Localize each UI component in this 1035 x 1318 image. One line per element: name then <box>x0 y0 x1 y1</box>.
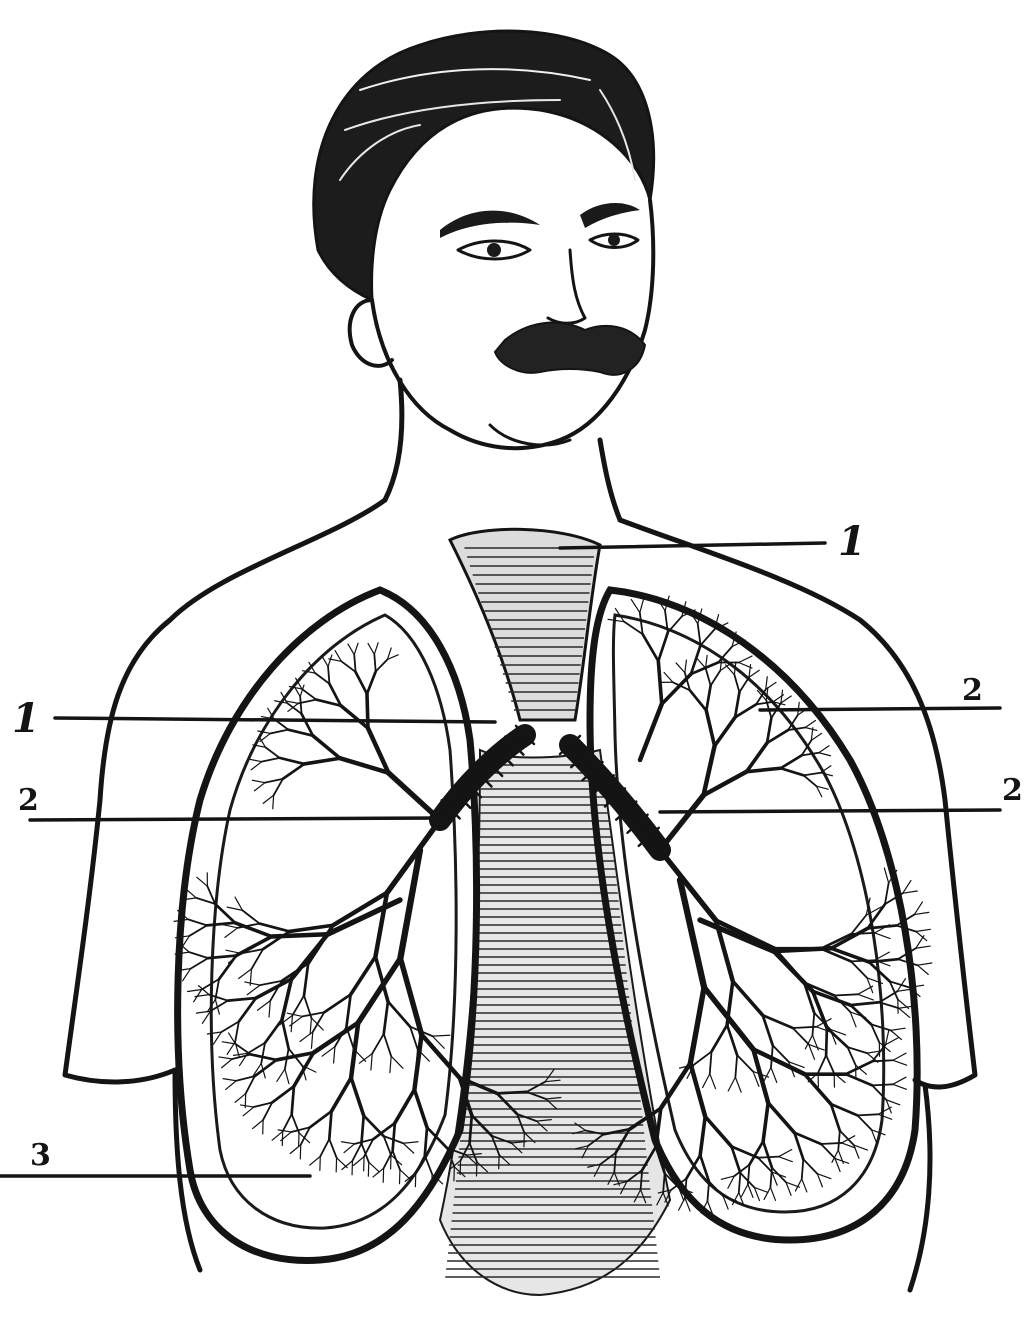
bronchiole-branch <box>766 677 768 690</box>
bronchiole-branch <box>914 902 922 915</box>
bronchiole-branch <box>781 696 791 703</box>
bronchiole-branch <box>183 969 191 981</box>
bronchiole-branch <box>188 989 202 991</box>
label-trachea-left: 1 <box>12 695 40 742</box>
bronchiole-branch <box>739 656 752 662</box>
bronchiole-branch <box>917 963 931 965</box>
bronchiole-branch <box>891 1030 902 1039</box>
bronchiole-branch <box>884 868 888 883</box>
bronchiole-branch <box>857 1114 878 1115</box>
bronchiole-branch <box>668 616 682 632</box>
bronchiole-branch <box>631 599 640 612</box>
bronchiole-branch <box>805 727 817 730</box>
bronchiole-branch <box>819 746 829 753</box>
bronchiole-branch <box>875 933 890 939</box>
label-trachea-right: 1 <box>838 518 866 565</box>
right-pupil <box>608 234 620 246</box>
bronchiole-branch <box>497 1092 527 1093</box>
bronchiole-branch <box>893 1053 906 1060</box>
bronchiole-branch <box>774 948 832 951</box>
bronchiole-branch <box>656 1108 661 1146</box>
bronchiole-branch <box>640 598 644 613</box>
bronchiole-branch <box>805 720 815 727</box>
bronchiole-branch <box>189 952 208 958</box>
bronchiole-branch <box>191 958 208 968</box>
bronchiole-branch <box>811 733 821 740</box>
bronchiole-branch <box>917 965 928 974</box>
bronchiole-branch <box>707 1182 709 1201</box>
bronchiole-branch <box>872 1084 893 1085</box>
label-bronchus-right-upper: 2 <box>962 673 983 708</box>
bronchiole-branch <box>186 889 197 898</box>
bronchiole-branch <box>202 1011 210 1023</box>
left-eyebrow <box>440 211 540 238</box>
bronchiole-branch <box>793 1027 816 1028</box>
left-pupil <box>487 243 501 257</box>
bronchiole-branch <box>758 1157 779 1158</box>
left-lung-inner <box>211 615 456 1228</box>
head <box>314 31 654 448</box>
leader-bronchus-right-upper <box>760 708 1000 710</box>
bronchiole-branch <box>897 989 911 991</box>
neck-right <box>600 440 620 520</box>
bronchiole-branch <box>916 936 924 949</box>
bronchiole-branch <box>893 1077 906 1084</box>
bronchiole-branch <box>893 1084 907 1089</box>
bronchiole-branch <box>903 881 911 894</box>
bronchiole-branch <box>197 877 208 886</box>
bronchiole-branch <box>834 994 857 995</box>
right-eyebrow <box>580 203 640 228</box>
bronchiole-branch <box>189 925 206 935</box>
bronchiole-branch <box>886 1030 889 1045</box>
leader-bronchus-right-lower <box>660 810 1000 812</box>
bronchiole-branch <box>914 912 928 914</box>
bronchiole-branch <box>893 1060 907 1065</box>
bronchiole-branch <box>885 883 889 904</box>
neck-left <box>385 380 402 500</box>
bronchiole-branch <box>819 753 831 756</box>
bronchiole-branch <box>749 670 759 677</box>
leader-bronchus-left <box>30 818 445 820</box>
bronchiole-branch <box>425 1155 432 1174</box>
right-arm <box>915 800 975 1087</box>
bronchiole-branch <box>899 1008 910 1017</box>
bronchiole-branch <box>272 934 328 936</box>
bronchiole-branch <box>367 694 368 728</box>
bronchiole-branch <box>781 690 783 703</box>
bronchiole-branch <box>916 946 930 948</box>
bronchiole-branch <box>891 1028 905 1030</box>
moustache <box>495 323 645 375</box>
label-bronchus-left: 2 <box>18 783 39 818</box>
bronchiole-branch <box>188 919 207 925</box>
bronchiole-branch <box>826 1028 827 1055</box>
bronchiole-branch <box>916 929 930 931</box>
bronchiole-branch <box>821 1143 842 1144</box>
bronchiole-branch <box>701 629 715 645</box>
nose <box>548 250 585 323</box>
label-bronchus-right-lower: 2 <box>1002 773 1023 808</box>
bronchiole-branch <box>273 795 274 809</box>
label-lung: 3 <box>30 1138 51 1173</box>
bronchiole-branch <box>903 891 917 893</box>
left-arm <box>65 800 175 1082</box>
